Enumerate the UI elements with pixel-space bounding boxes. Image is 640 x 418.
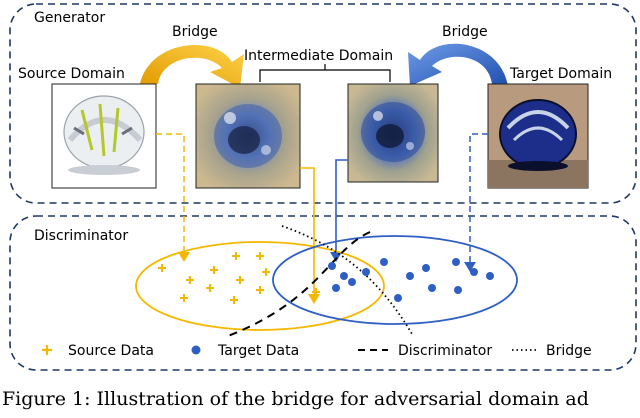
target-point — [454, 286, 462, 294]
target-data-points — [328, 258, 494, 302]
source-connector-arrowhead — [178, 252, 190, 262]
bridge-diagram: Generator Discriminator Bridge Bridge In… — [9, 3, 637, 371]
target-point — [340, 272, 348, 280]
target-point — [332, 284, 340, 292]
legend-target-label: Target Data — [217, 343, 299, 359]
source-point — [256, 252, 264, 260]
source-data-region — [135, 241, 385, 331]
legend-target-marker — [191, 345, 201, 355]
source-point — [186, 276, 194, 284]
discriminator-frame — [9, 215, 637, 371]
bridge-left-label: Bridge — [172, 24, 218, 40]
source-point — [206, 284, 214, 292]
intermediate-bracket — [259, 64, 391, 82]
source-domain-image — [51, 83, 157, 189]
discriminator-title: Discriminator — [34, 228, 128, 244]
target-point — [406, 272, 414, 280]
target-point — [328, 262, 336, 270]
bridge-right-arrow — [408, 43, 508, 86]
intermediate-image-2 — [347, 83, 439, 183]
source-point — [232, 252, 240, 260]
intermediate-image-1 — [195, 83, 301, 189]
target-domain-image — [487, 83, 589, 189]
discriminator-boundary — [227, 231, 371, 337]
target-data-region — [272, 235, 518, 325]
intermediate-domain-label: Intermediate Domain — [244, 48, 393, 64]
legend-source-label: Source Data — [68, 343, 154, 359]
intermediate-connector-2 — [335, 159, 348, 254]
target-connector-arrowhead — [464, 262, 476, 272]
source-point — [256, 286, 264, 294]
figure-caption: Figure 1: Illustration of the bridge for… — [2, 388, 589, 410]
source-point — [180, 294, 188, 302]
target-point — [486, 272, 494, 280]
intermediate-2-arrowhead — [330, 252, 342, 262]
target-point — [348, 278, 356, 286]
legend-discriminator-label: Discriminator — [398, 343, 492, 359]
target-domain-label: Target Domain — [509, 66, 612, 82]
target-point — [452, 258, 460, 266]
intermediate-1-arrowhead — [308, 294, 320, 304]
legend: Source Data Target Data Discriminator Br… — [42, 343, 592, 359]
legend-bridge-label: Bridge — [546, 343, 592, 359]
target-point — [394, 294, 402, 302]
generator-frame — [9, 3, 637, 204]
source-point — [312, 288, 320, 296]
bridge-left-arrow — [140, 44, 244, 88]
legend-source-marker — [42, 345, 52, 355]
bridge-right-label: Bridge — [442, 24, 488, 40]
source-data-points — [158, 252, 320, 304]
target-point — [362, 268, 370, 276]
generator-title: Generator — [34, 10, 105, 26]
target-point — [470, 268, 478, 276]
source-point — [236, 276, 244, 284]
target-connector — [469, 133, 488, 264]
target-point — [380, 258, 388, 266]
source-domain-label: Source Domain — [18, 66, 125, 82]
intermediate-connector-1 — [300, 167, 315, 296]
bridge-boundary — [281, 225, 413, 335]
target-point — [428, 284, 436, 292]
source-point — [230, 296, 238, 304]
source-connector — [156, 133, 185, 254]
target-point — [422, 264, 430, 272]
source-point — [262, 268, 270, 276]
source-point — [158, 264, 166, 272]
source-point — [210, 266, 218, 274]
